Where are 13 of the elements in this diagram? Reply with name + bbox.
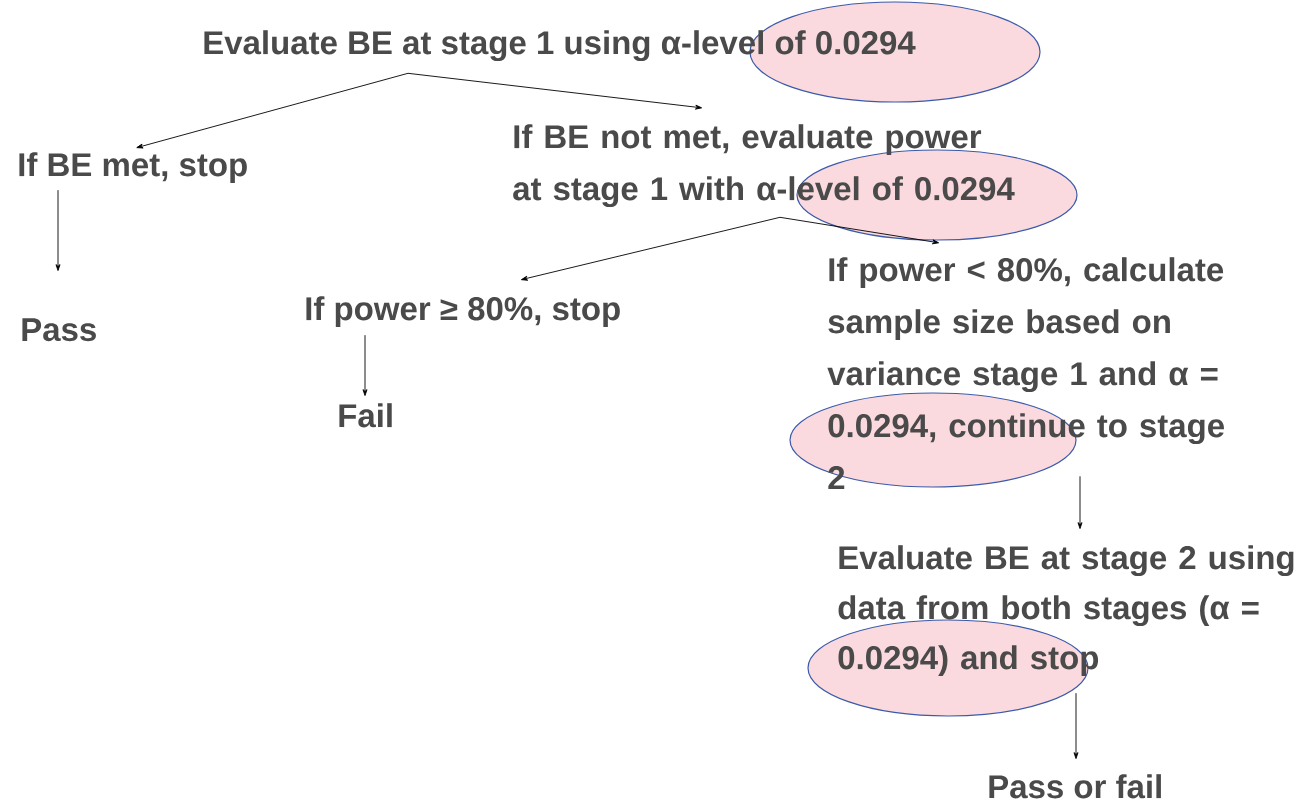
step-text: Fail <box>339 403 392 428</box>
arrow <box>362 334 368 397</box>
arrow <box>1073 692 1079 760</box>
step-text: Pass <box>22 318 96 342</box>
arrow <box>136 72 409 149</box>
step-text: If power ≥ 80%, stop <box>306 296 620 327</box>
step-text: If BE met, stop <box>19 152 247 183</box>
arrow <box>407 72 703 110</box>
step-text: Pass or fail <box>989 774 1161 799</box>
arrow <box>520 216 781 281</box>
arrow <box>55 189 61 272</box>
arrow <box>1077 475 1083 530</box>
arrow <box>779 216 940 245</box>
